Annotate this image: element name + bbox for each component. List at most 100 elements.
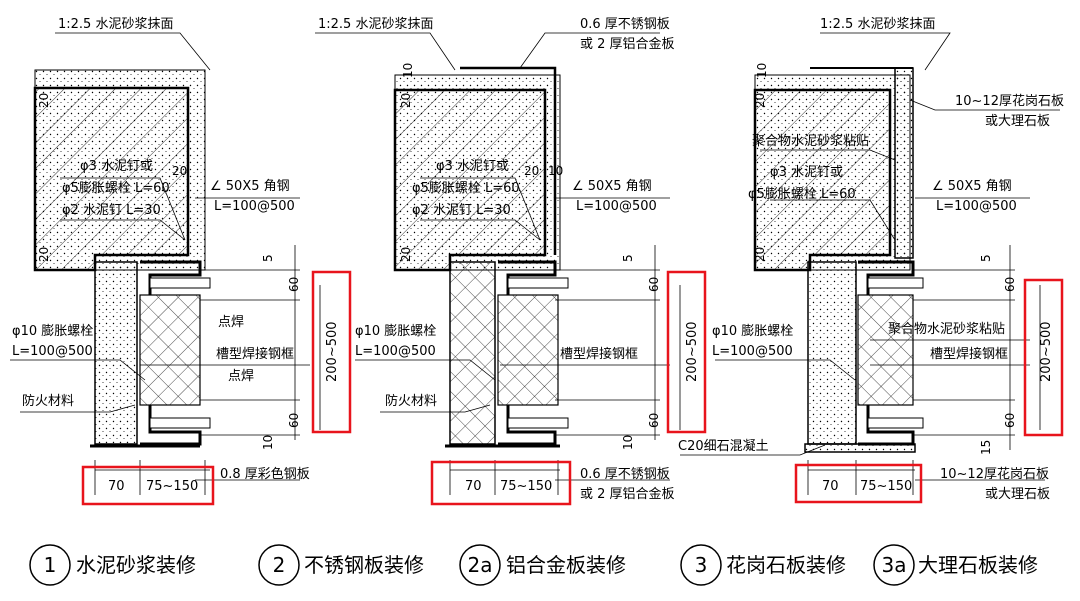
concrete-beam xyxy=(393,88,547,272)
stainless-sheet-top xyxy=(460,66,557,255)
dim-5: 5 xyxy=(979,254,993,262)
label-bolt1: φ10 膨胀螺栓 xyxy=(712,324,793,339)
label-angle1: ∠ 50X5 角钢 xyxy=(210,179,290,194)
concrete-beam xyxy=(33,86,190,272)
dim-10: 10 xyxy=(261,435,275,450)
legend-label: 水泥砂浆装修 xyxy=(76,553,196,577)
dim-20a: 20 xyxy=(753,93,767,108)
label-bolt2: L=100@500 xyxy=(712,344,793,359)
legend-label: 大理石板装修 xyxy=(918,553,1038,577)
label-frame: 槽型焊接钢框 xyxy=(216,346,294,362)
label-angle2: L=100@500 xyxy=(576,199,657,214)
bolt-upper xyxy=(867,277,924,289)
legend-item-3a: 3a 大理石板装修 xyxy=(873,544,1038,586)
label-nail2: φ5膨胀螺栓 L=60 xyxy=(748,187,856,202)
label-nail3: φ2 水泥钉 L=30 xyxy=(412,203,511,218)
dim-20a: 20 xyxy=(399,93,413,108)
dim-20c: 20 xyxy=(37,247,51,262)
dim-60b: 60 xyxy=(1003,413,1017,428)
dim-75-150: 75~150 xyxy=(500,479,552,494)
dim-20a: 20 xyxy=(37,93,51,108)
dim-10: 10 xyxy=(755,63,769,78)
dim-70: 70 xyxy=(822,479,839,494)
label-panel1: 0.6 厚不锈钢板 xyxy=(580,467,670,482)
dim-75-150: 75~150 xyxy=(146,479,198,494)
label-fire: 防火材料 xyxy=(22,393,74,409)
label-panel: 0.8 厚彩色钢板 xyxy=(220,466,310,482)
legend-number: 1 xyxy=(44,553,57,577)
label-mortar2: 聚合物水泥砂浆粘贴 xyxy=(888,322,1005,337)
fireproof-material xyxy=(94,261,138,445)
highlight-span xyxy=(1023,278,1064,437)
bolt-upper xyxy=(149,277,211,289)
label-weld2: 点焊 xyxy=(228,368,254,384)
legend-item-3: 3 花岗石板装修 xyxy=(680,544,846,586)
label-frame: 槽型焊接钢框 xyxy=(930,346,1008,362)
label-angle2: L=100@500 xyxy=(936,199,1017,214)
label-sheet1: 0.6 厚不锈钢板 xyxy=(580,17,670,32)
label-bstone2: 或大理石板 xyxy=(985,487,1050,502)
label-nail1: φ3 水泥钉或 xyxy=(770,165,843,180)
highlight-width xyxy=(81,465,215,506)
label-weld1: 点焊 xyxy=(218,314,244,330)
label-nail2: φ5膨胀螺栓 L=60 xyxy=(412,181,520,196)
legend-label: 不锈钢板装修 xyxy=(304,553,424,577)
bolt-lower xyxy=(867,417,924,429)
concrete-beam xyxy=(753,88,892,272)
bolt-lower xyxy=(507,417,569,429)
label-angle2: L=100@500 xyxy=(214,199,295,214)
dim-10: 10 xyxy=(401,63,415,78)
stone-slab-side xyxy=(894,67,914,259)
insulation-board xyxy=(497,294,559,406)
legend-item-2a: 2a 铝合金板装修 xyxy=(459,544,626,586)
highlight-span xyxy=(311,270,352,434)
label-top: 1:2.5 水泥砂浆抹面 xyxy=(318,17,433,32)
label-mortar: 聚合物水泥砂浆粘贴 xyxy=(752,134,869,149)
legend-number-circle xyxy=(680,544,722,586)
legend-number-circle xyxy=(29,544,71,586)
dim-70: 70 xyxy=(465,479,482,494)
dim-span: 200~500 xyxy=(1039,321,1054,382)
dim-60b: 60 xyxy=(287,413,301,428)
legend-label: 花岗石板装修 xyxy=(726,553,846,577)
label-angle1: ∠ 50X5 角钢 xyxy=(572,179,652,194)
legend-number-circle xyxy=(873,544,915,586)
stone-slab-bottom xyxy=(804,443,916,453)
dim-15: 15 xyxy=(979,440,993,455)
label-concrete: C20细石混凝土 xyxy=(678,438,769,454)
highlight-width xyxy=(794,463,923,504)
dim-10b: 10 xyxy=(548,164,563,178)
dim-5: 5 xyxy=(621,254,635,262)
label-nail1: φ3 水泥钉或 xyxy=(436,159,509,174)
label-fire: 防火材料 xyxy=(385,393,437,409)
dim-70: 70 xyxy=(108,479,125,494)
legend-number-circle xyxy=(459,544,501,586)
bolt-lower xyxy=(149,417,211,429)
dim-span: 200~500 xyxy=(325,321,340,382)
detail-1-cement-mortar: 1:2.5 水泥砂浆抹面 φ3 水泥钉或 φ5膨胀螺栓 L=60 φ2 水泥钉 … xyxy=(10,17,352,506)
label-bolt1: φ10 膨胀螺栓 xyxy=(12,324,93,339)
label-stone2: 或大理石板 xyxy=(985,114,1050,129)
legend-number: 2a xyxy=(468,553,493,577)
label-panel2: 或 2 厚铝合金板 xyxy=(580,486,675,502)
label-bolt2: L=100@500 xyxy=(12,344,93,359)
label-nail1: φ3 水泥钉或 xyxy=(80,159,153,174)
label-bstone1: 10~12厚花岗石板 xyxy=(940,466,1049,482)
insulation-board xyxy=(139,294,201,406)
legend-number: 2 xyxy=(273,553,286,577)
label-sheet2: 或 2 厚铝合金板 xyxy=(580,36,675,52)
detail-2-stainless-sheet: 1:2.5 水泥砂浆抹面 0.6 厚不锈钢板 或 2 厚铝合金板 φ3 水泥钉或… xyxy=(315,17,707,506)
c20-concrete xyxy=(807,261,857,445)
legend-item-1: 1 水泥砂浆装修 xyxy=(29,544,196,586)
dim-60a: 60 xyxy=(647,277,661,292)
detail-3-granite-marble: 1:2.5 水泥砂浆抹面 10~12厚花岗石板 或大理石板 聚合物水泥砂浆粘贴 … xyxy=(678,17,1064,504)
label-angle1: ∠ 50X5 角钢 xyxy=(932,179,1012,194)
dim-10c: 10 xyxy=(621,435,635,450)
legend-item-2: 2 不锈钢板装修 xyxy=(258,544,424,586)
dim-20b: 20 xyxy=(524,164,539,178)
label-top: 1:2.5 水泥砂浆抹面 xyxy=(58,17,173,32)
legend-number: 3 xyxy=(695,553,708,577)
legend-label: 铝合金板装修 xyxy=(506,553,626,577)
dim-75-150: 75~150 xyxy=(860,479,912,494)
insulation-board xyxy=(857,294,914,406)
